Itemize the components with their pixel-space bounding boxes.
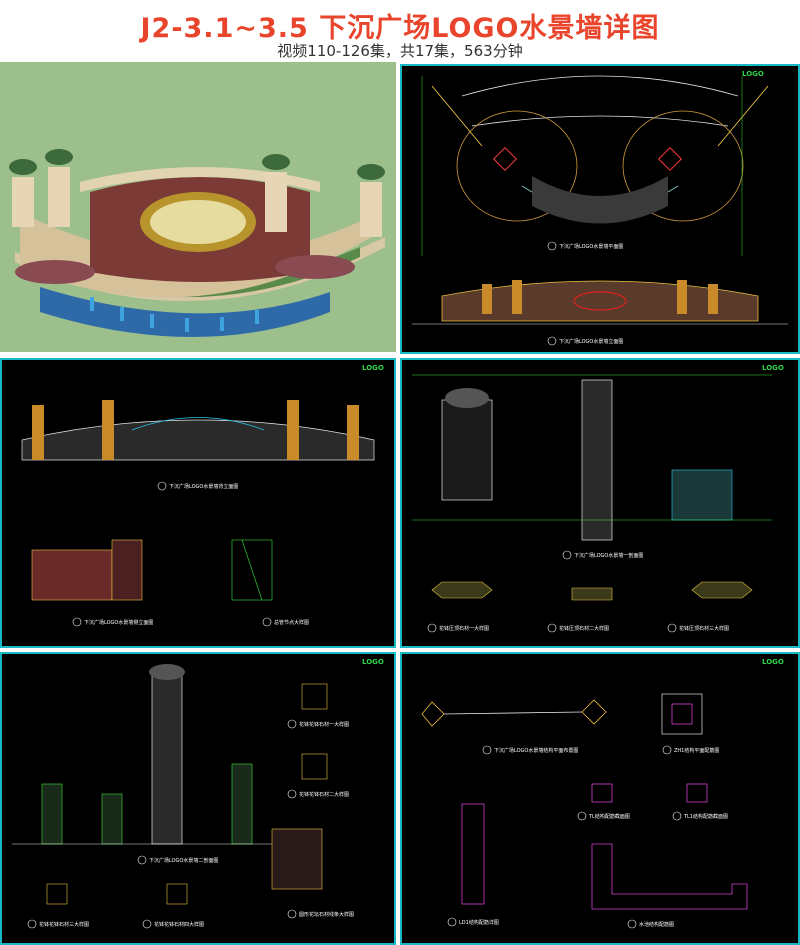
caption-tl1: TL1结构配筋截面图 [683,813,728,820]
caption-node-detail: 总管节点大样图 [274,619,309,626]
firm-logo-icon: LOGO [762,364,784,372]
render-image [0,62,396,352]
caption-section-1: 下沉广场LOGO水景墙一剖面图 [574,552,643,559]
caption-zh1: ZH1结构平面配筋图 [674,747,719,754]
caption-planter-stone: 圆形花坛石材线条大样图 [299,911,354,918]
caption-cap-stone-2: 花钵压顶石材二大样图 [559,625,609,632]
caption-side-elevation: 下沉广场LOGO水景墙侧立面图 [84,619,153,626]
caption-structure-plan: 下沉广场LOGO水景墙结构平面布置图 [494,747,578,754]
page-title: J2-3.1~3.5 下沉广场LOGO水景墙详图 [140,13,660,44]
caption-tl: TL结构配筋截面图 [588,813,630,820]
cad-panel-structure: 下沉广场LOGO水景墙结构平面布置图 ZH1结构平面配筋图 LD1结构配筋详图 … [400,652,800,945]
page-subtitle: 视频110-126集，共17集，563分钟 [277,42,523,60]
firm-logo-icon: LOGO [742,70,764,78]
caption-cap-stone-1: 花钵压顶石材一大样图 [439,625,489,632]
caption-stone-2: 花钵花钵石材二大样图 [299,791,349,798]
caption-stone-1: 花钵花钵石材一大样图 [299,721,349,728]
caption-section-2: 下沉广场LOGO水景墙二剖面图 [149,857,218,864]
firm-logo-icon: LOGO [762,658,784,666]
cad-panel-section-1: 下沉广场LOGO水景墙一剖面图 花钵压顶石材一大样图 花钵压顶石材二大样图 花钵… [400,358,800,648]
caption-stone-3: 花钵花钵石材三大样图 [39,921,89,928]
caption-stone-4: 花钵花钵石材四大样图 [154,921,204,928]
cad-panel-plan-elevation: 下沉广场LOGO水景墙平面图 下沉广场LOGO水景墙立面图 LOGO [400,64,800,354]
caption-back-elevation: 下沉广场LOGO水景墙背立面图 [169,483,238,490]
caption-pool-structure: 水池结构配筋图 [639,921,674,928]
cad-panel-back-elevation: 下沉广场LOGO水景墙背立面图 下沉广场LOGO水景墙侧立面图 总管节点大样图 … [0,358,396,648]
caption-cap-stone-3: 花钵压顶石材三大样图 [679,625,729,632]
caption-elevation: 下沉广场LOGO水景墙立面图 [559,338,623,345]
firm-logo-icon: LOGO [362,658,384,666]
caption-plan: 下沉广场LOGO水景墙平面图 [559,243,623,250]
firm-logo-icon: LOGO [362,364,384,372]
cad-panel-section-2: 下沉广场LOGO水景墙二剖面图 花钵花钵石材一大样图 花钵花钵石材二大样图 圆形… [0,652,396,945]
caption-ld1: LD1结构配筋详图 [459,919,499,926]
